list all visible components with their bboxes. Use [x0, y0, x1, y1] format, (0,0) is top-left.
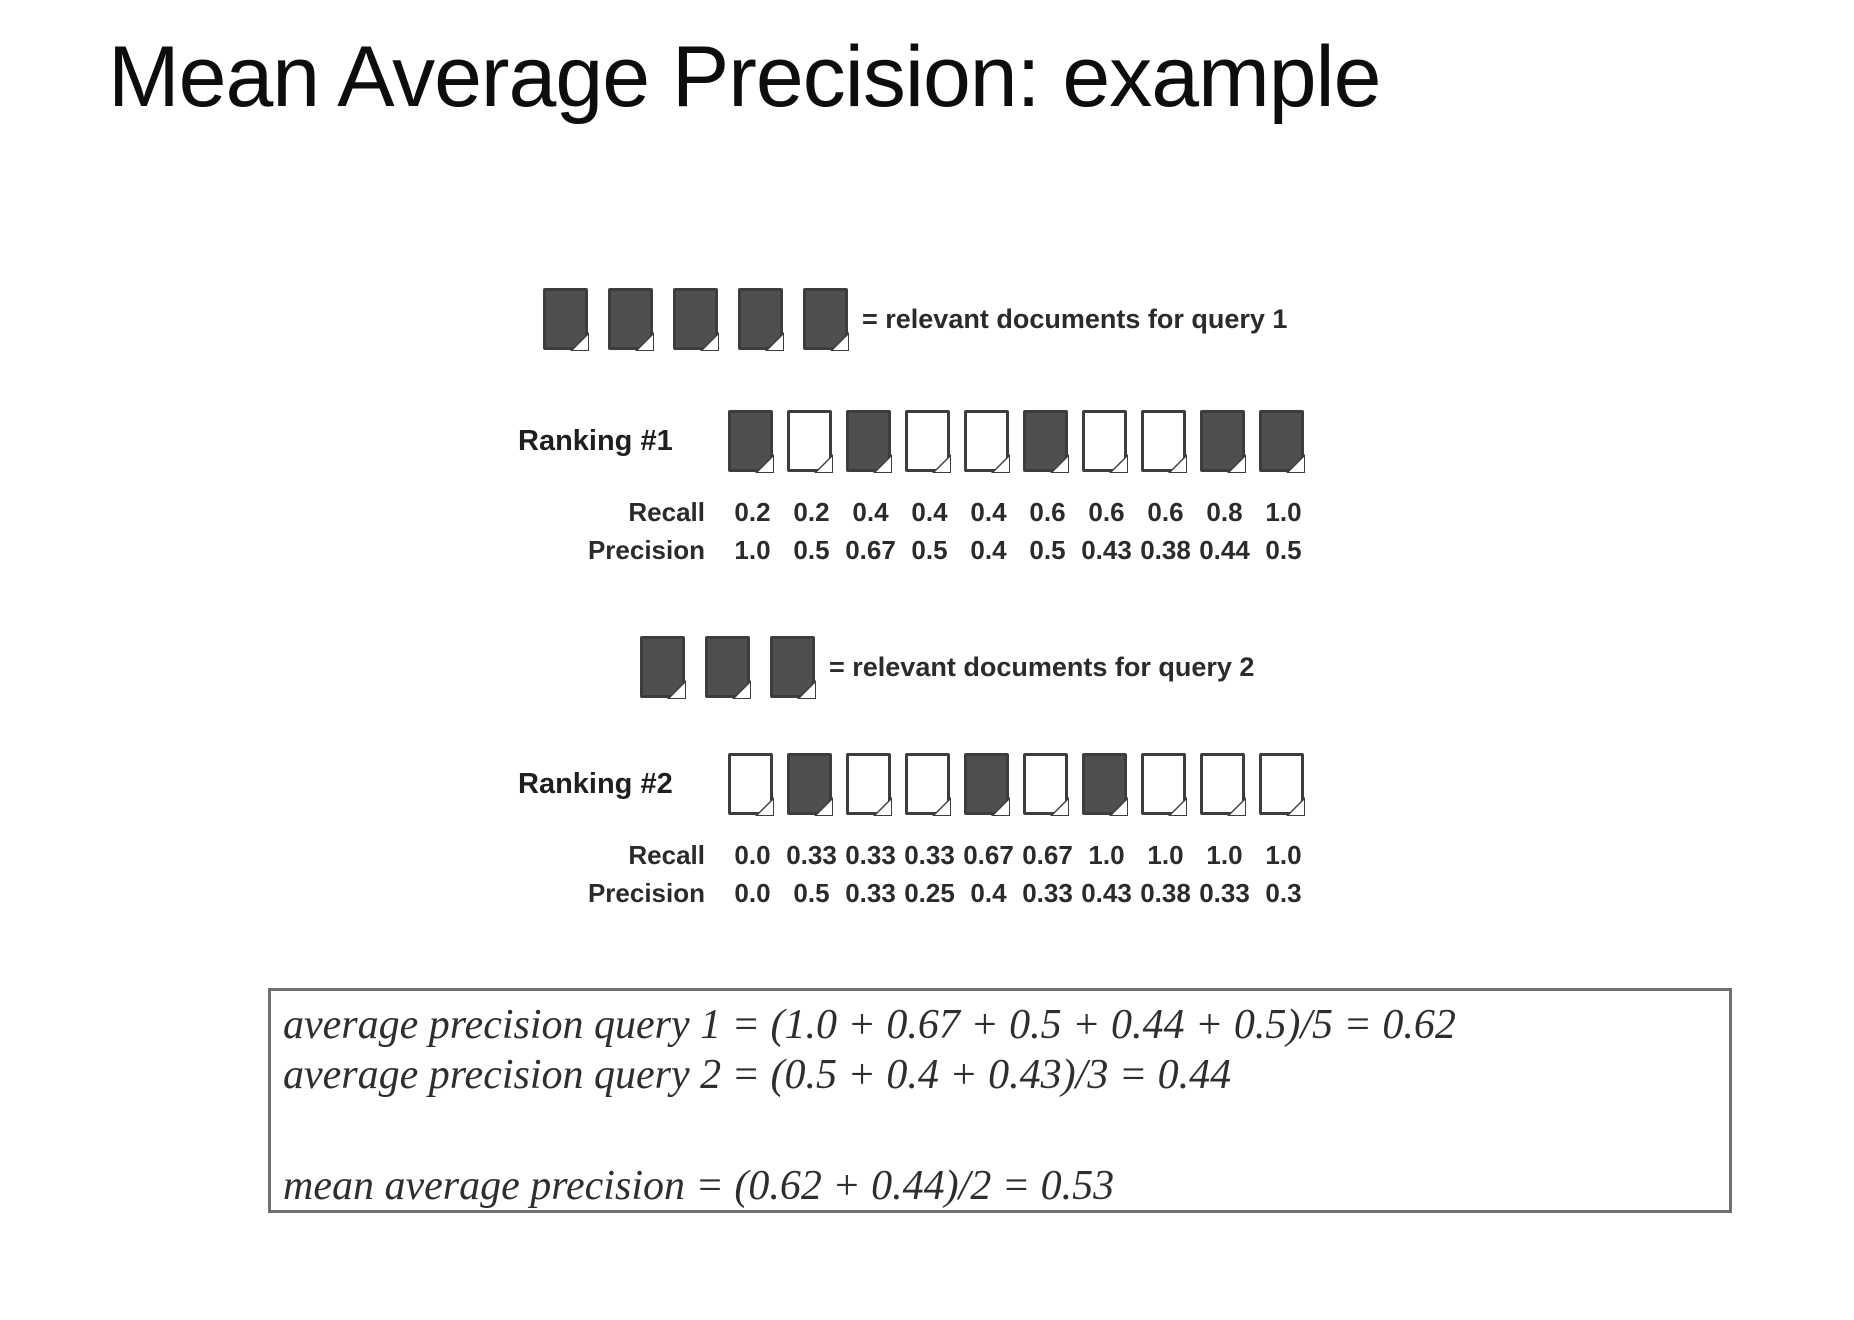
recall-value: 0.4 [852, 497, 889, 527]
precision-value: 0.25 [904, 878, 955, 908]
precision-value: 0.43 [1081, 535, 1132, 565]
relevant-document-icon [846, 410, 892, 473]
ranking-doc-group-2 [728, 753, 1305, 816]
recall-value: 0.33 [904, 840, 955, 870]
precision-value: 0.44 [1199, 535, 1250, 565]
precision-value: 0.67 [845, 535, 896, 565]
nonrelevant-document-icon [728, 753, 774, 816]
nonrelevant-document-icon [905, 410, 951, 473]
precision-value: 0.5 [911, 535, 948, 565]
legend-doc-group-2 [640, 636, 816, 699]
legend-label-query-1: = relevant documents for query 1 [862, 303, 1288, 334]
recall-value: 0.8 [1206, 497, 1243, 527]
ranking-row-2: Ranking #2 [518, 753, 1305, 816]
page-title: Mean Average Precision: example [108, 29, 1381, 125]
recall-value: 1.0 [1265, 840, 1302, 870]
precision-value: 0.5 [793, 535, 830, 565]
formula-line-ap-query-2: average precision query 2 = (0.5 + 0.4 +… [283, 1051, 1232, 1098]
relevant-document-icon [640, 636, 686, 699]
recall-line-2: Recall 0.0 0.33 0.33 0.33 0.67 0.67 1.0 1.0 1.0 1… [525, 840, 1313, 878]
nonrelevant-document-icon [1082, 410, 1128, 473]
relevant-document-icon [787, 753, 833, 816]
recall-value: 0.6 [1029, 497, 1066, 527]
precision-values-1: 1.0 0.5 0.67 0.5 0.4 0.5 0.43 0.38 0.44 0.5 [723, 535, 1313, 566]
nonrelevant-document-icon [846, 753, 892, 816]
precision-value: 0.33 [1199, 878, 1250, 908]
recall-value: 0.4 [970, 497, 1007, 527]
precision-value: 0.33 [1022, 878, 1073, 908]
recall-line-1: Recall 0.2 0.2 0.4 0.4 0.4 0.6 0.6 0.6 0.8 1.0 [525, 497, 1313, 535]
relevant-document-icon [543, 288, 589, 351]
precision-value: 0.38 [1140, 535, 1191, 565]
precision-value: 1.0 [734, 535, 771, 565]
ranking-label-1: Ranking #1 [518, 424, 673, 457]
recall-value: 0.6 [1088, 497, 1125, 527]
relevant-document-icon [1082, 753, 1128, 816]
relevant-document-icon [803, 288, 849, 351]
nonrelevant-document-icon [1141, 753, 1187, 816]
relevant-document-icon [1023, 410, 1069, 473]
recall-value: 1.0 [1088, 840, 1125, 870]
nonrelevant-document-icon [905, 753, 951, 816]
relevant-document-icon [738, 288, 784, 351]
relevant-document-icon [608, 288, 654, 351]
formula-line-ap-query-1: average precision query 1 = (1.0 + 0.67 … [283, 1002, 1456, 1048]
precision-value: 0.3 [1265, 878, 1302, 908]
precision-value: 0.5 [1265, 535, 1302, 565]
legend-query-2: = relevant documents for query 2 [640, 636, 1255, 699]
recall-label-2: Recall [628, 840, 705, 870]
precision-value: 0.0 [734, 878, 771, 908]
recall-value: 0.6 [1147, 497, 1184, 527]
recall-value: 1.0 [1147, 840, 1184, 870]
relevant-document-icon [770, 636, 816, 699]
recall-value: 0.4 [911, 497, 948, 527]
metrics-ranking-1: Recall 0.2 0.2 0.4 0.4 0.4 0.6 0.6 0.6 0.8 1.0 Pr… [525, 497, 1313, 573]
nonrelevant-document-icon [1023, 753, 1069, 816]
relevant-document-icon [673, 288, 719, 351]
ranking-doc-group-1 [728, 410, 1305, 473]
precision-values-2: 0.0 0.5 0.33 0.25 0.4 0.33 0.43 0.38 0.33 0.3 [723, 878, 1313, 909]
relevant-document-icon [728, 410, 774, 473]
precision-value: 0.5 [1029, 535, 1066, 565]
legend-label-query-2: = relevant documents for query 2 [829, 651, 1255, 682]
precision-value: 0.4 [970, 535, 1007, 565]
nonrelevant-document-icon [964, 410, 1010, 473]
recall-value: 1.0 [1265, 497, 1302, 527]
nonrelevant-document-icon [1200, 753, 1246, 816]
nonrelevant-document-icon [787, 410, 833, 473]
precision-value: 0.33 [845, 878, 896, 908]
formula-box: average precision query 1 = (1.0 + 0.67 … [268, 988, 1732, 1213]
precision-value: 0.38 [1140, 878, 1191, 908]
precision-value: 0.43 [1081, 878, 1132, 908]
recall-value: 0.67 [1022, 840, 1073, 870]
recall-value: 0.2 [734, 497, 771, 527]
ranking-row-1: Ranking #1 [518, 410, 1305, 473]
nonrelevant-document-icon [1259, 753, 1305, 816]
legend-doc-group-1 [543, 288, 849, 351]
recall-values-2: 0.0 0.33 0.33 0.33 0.67 0.67 1.0 1.0 1.0 1.0 [723, 840, 1313, 871]
recall-label-1: Recall [628, 497, 705, 527]
relevant-document-icon [1200, 410, 1246, 473]
recall-values-1: 0.2 0.2 0.4 0.4 0.4 0.6 0.6 0.6 0.8 1.0 [723, 497, 1313, 528]
relevant-document-icon [964, 753, 1010, 816]
relevant-document-icon [1259, 410, 1305, 473]
formula-line-map: mean average precision = (0.62 + 0.44)/2… [283, 1163, 1115, 1210]
precision-value: 0.5 [793, 878, 830, 908]
metrics-ranking-2: Recall 0.0 0.33 0.33 0.33 0.67 0.67 1.0 1.0 1.0 1… [525, 840, 1313, 916]
ranking-label-2: Ranking #2 [518, 767, 673, 800]
precision-label-1: Precision [587, 535, 705, 565]
precision-label-2: Precision [587, 878, 705, 908]
nonrelevant-document-icon [1141, 410, 1187, 473]
relevant-document-icon [705, 636, 751, 699]
legend-query-1: = relevant documents for query 1 [543, 288, 1288, 351]
recall-value: 0.0 [734, 840, 771, 870]
recall-value: 1.0 [1206, 840, 1243, 870]
recall-value: 0.67 [963, 840, 1014, 870]
precision-value: 0.4 [970, 878, 1007, 908]
recall-value: 0.33 [845, 840, 896, 870]
recall-value: 0.33 [786, 840, 837, 870]
precision-line-1: Precision 1.0 0.5 0.67 0.5 0.4 0.5 0.43 0.38 0.4… [525, 535, 1313, 573]
recall-value: 0.2 [793, 497, 830, 527]
